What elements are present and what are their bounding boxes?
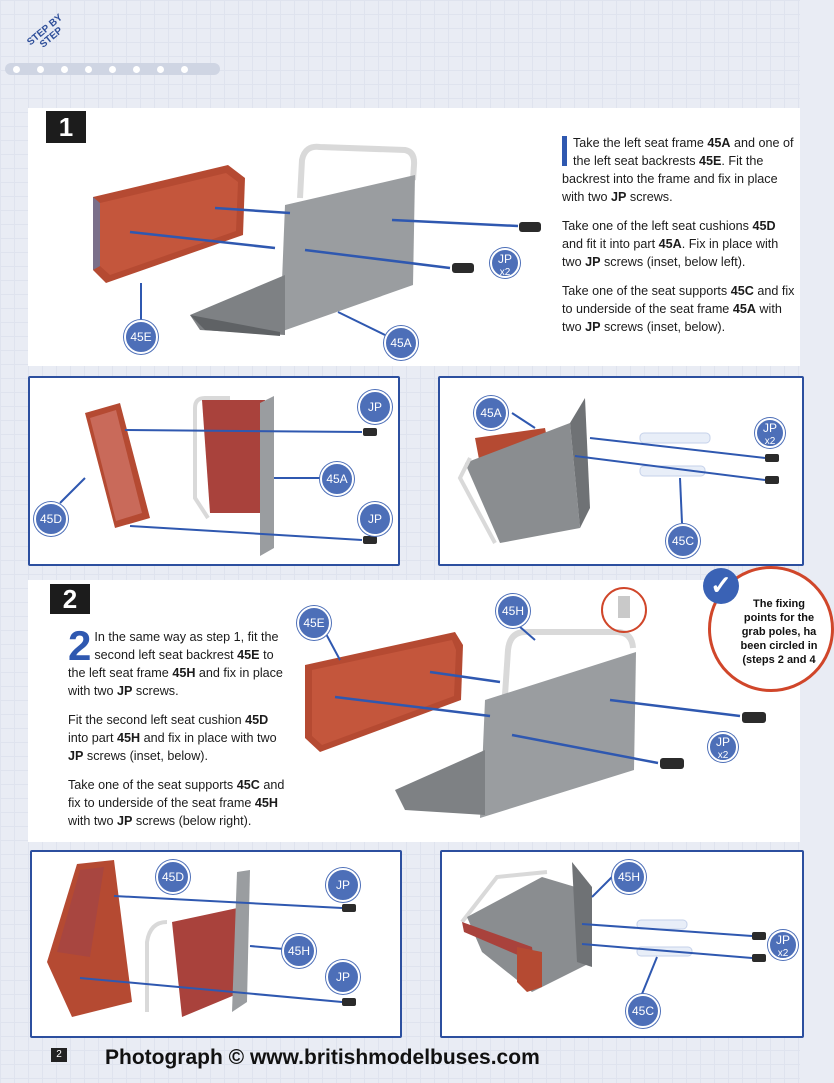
label-45h: 45H	[612, 860, 646, 894]
backrest-45e-part	[93, 165, 245, 283]
step1-paragraph: Take one of the seat supports 45C and fi…	[562, 284, 795, 334]
backrest-45e-part	[305, 632, 463, 752]
label-45a: 45A	[384, 326, 418, 360]
label-45a: 45A	[320, 462, 354, 496]
screw-icon	[660, 758, 684, 769]
label-jp: JP	[358, 390, 392, 424]
step1-inset-left: 45D 45A JP JP	[28, 376, 400, 566]
step2-number: 2	[50, 584, 90, 614]
check-icon: ✓	[703, 568, 739, 604]
fixing-point-circle	[601, 587, 647, 633]
label-45d: 45D	[156, 860, 190, 894]
seat-frame-45a-part	[190, 143, 418, 336]
step2-illustration	[305, 587, 766, 818]
step2-paragraph: Take one of the seat supports 45C and fi…	[68, 778, 285, 828]
label-45h: 45H	[282, 934, 316, 968]
label-45c: 45C	[666, 524, 700, 558]
photo-credit: Photograph © www.britishmodelbuses.com	[105, 1046, 540, 1069]
label-45d: 45D	[34, 502, 68, 536]
step1-illustration	[93, 143, 541, 336]
step2-paragraph: Fit the second left seat cushion 45D int…	[68, 713, 277, 763]
step1-instructions: Take the left seat frame 45A and one of …	[562, 134, 798, 347]
step1-paragraph: Take one of the left seat cushions 45D a…	[562, 219, 779, 269]
grab-pole-fixing	[618, 596, 630, 618]
label-45e: 45E	[297, 606, 331, 640]
label-45c: 45C	[626, 994, 660, 1028]
header-dots	[5, 63, 220, 75]
screw-icon	[742, 712, 766, 723]
label-jp: JP	[326, 868, 360, 902]
label-jp: JP	[358, 502, 392, 536]
step1-paragraph: Take the left seat frame 45A and one of …	[562, 136, 794, 204]
screw-icon	[452, 263, 474, 273]
label-45a: 45A	[474, 396, 508, 430]
label-jp: JP	[326, 960, 360, 994]
label-45e: 45E	[124, 320, 158, 354]
seat-frame-45h-part	[395, 629, 636, 818]
step2-inset-left: 45D 45H JP JP	[30, 850, 402, 1038]
screw-icon	[519, 222, 541, 232]
page-number: 2	[51, 1048, 67, 1062]
label-45h: 45H	[496, 594, 530, 628]
step1-number: 1	[46, 111, 86, 143]
